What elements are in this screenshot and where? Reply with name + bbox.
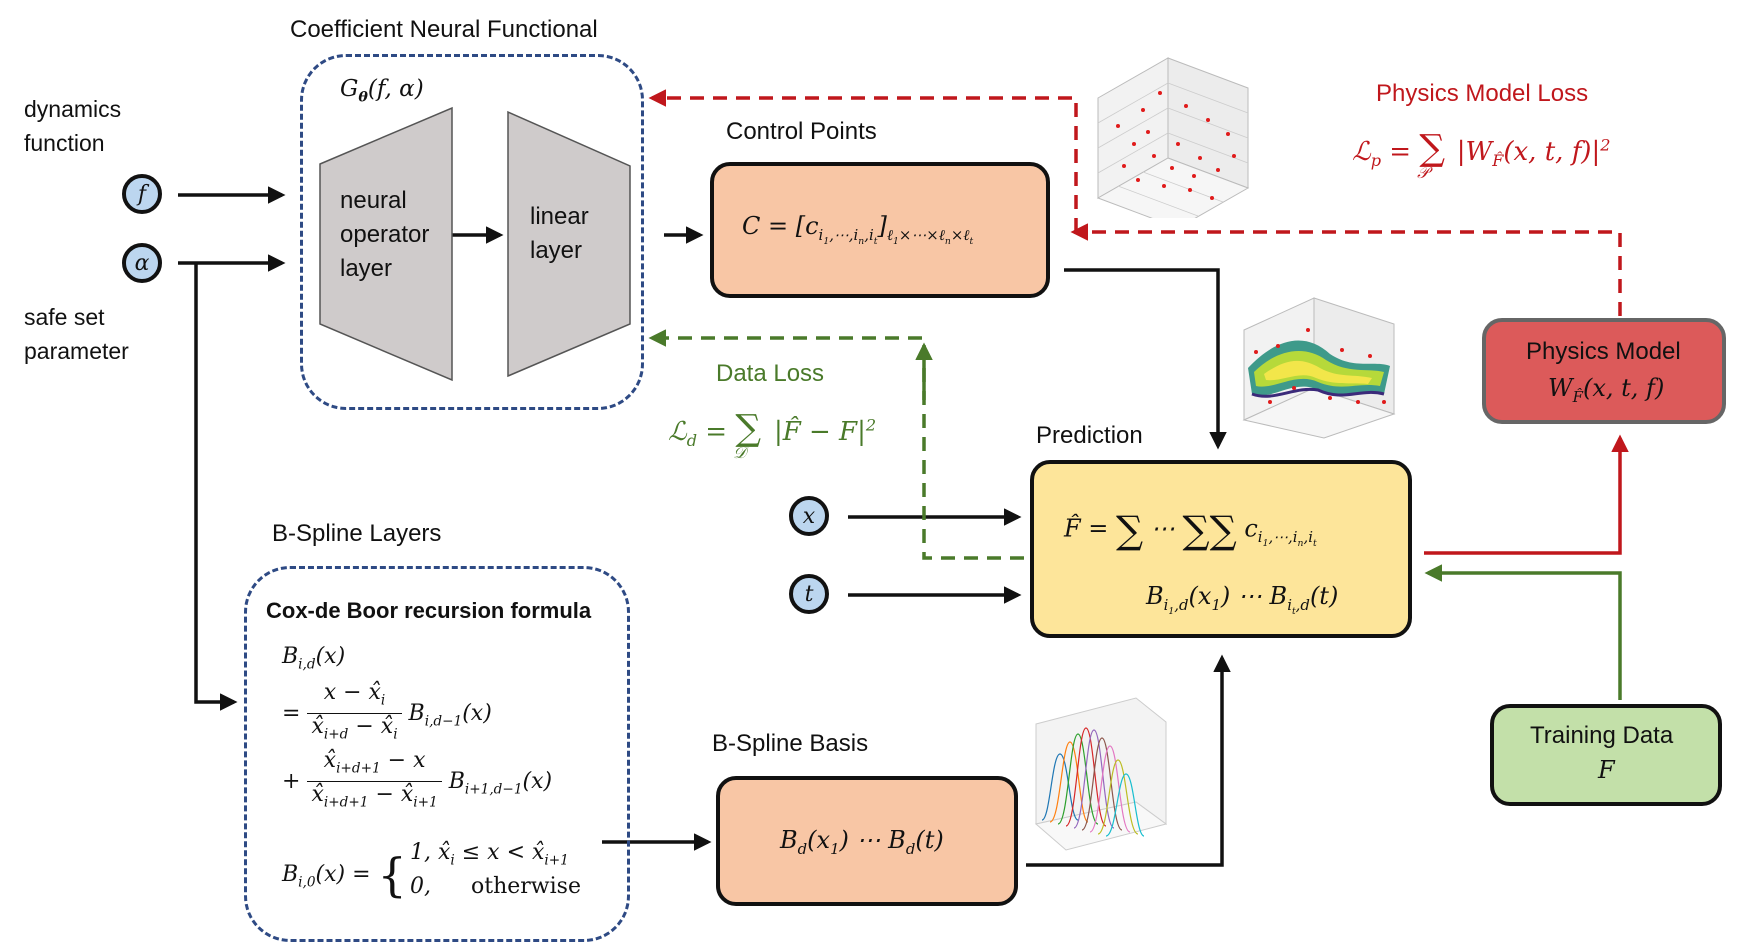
neural-operator-layer-shape: [319, 106, 453, 382]
training-data-formula: F: [1598, 756, 1615, 784]
physics-loss-formula: ℒp = ∑𝒫|WF̂(x, t, f)|2: [1352, 128, 1611, 183]
arrow-prediction-to-physics: [1424, 434, 1629, 555]
cox-de-boor-line1: Bi,d(x): [282, 644, 346, 673]
cox-de-boor-case1: 1, x̂i ≤ x < x̂i+1: [410, 840, 569, 869]
prediction-formula-line2: Bi1,d(x1) ⋯ Bit,d(t): [1146, 582, 1339, 617]
training-data-box: [1490, 704, 1722, 806]
arrow-basis-to-prediction: [1026, 654, 1231, 867]
linear-layer-shape: [507, 110, 631, 378]
physics-model-box: [1482, 318, 1726, 424]
control-points-formula: C = [ci1,⋯,in,it]ℓ1×⋯×ℓn×ℓt: [742, 212, 974, 247]
prediction-surface-thumbnail: [1242, 297, 1396, 439]
bspline-layers-container: [244, 566, 630, 942]
physics-loss-feedback-to-control: [1070, 223, 1622, 316]
physics-loss-title: Physics Model Loss: [1376, 80, 1589, 107]
training-data-title: Training Data: [1530, 722, 1674, 749]
cox-de-boor-heading: Cox-de Boor recursion formula: [266, 598, 592, 623]
bspline-layers-title: B-Spline Layers: [272, 520, 442, 547]
safe-set-parameter-label: safe set parameter: [24, 304, 129, 364]
bspline-basis-box: [716, 776, 1018, 906]
data-loss-formula: ℒd = ∑𝒟|F̂ − F|2: [668, 408, 877, 463]
data-loss-feedback-to-cnf: [648, 329, 1024, 560]
control-points-box: [710, 162, 1050, 298]
control-points-title: Control Points: [726, 118, 877, 145]
input-f-node: f: [122, 174, 162, 214]
cox-de-boor-base-case: Bi,0(x) = {: [282, 848, 407, 902]
prediction-formula-line1: F̂ = ∑ ⋯ ∑∑ ci1,⋯,in,it: [1064, 508, 1317, 552]
arrow-training-to-prediction: [1424, 564, 1622, 700]
physics-model-formula: WF̂(x, t, f): [1548, 374, 1665, 406]
bspline-basis-title: B-Spline Basis: [712, 730, 869, 757]
bspline-basis-formula: Bd(x1) ⋯ Bd(t): [780, 826, 944, 858]
physics-loss-feedback-to-cnf: [648, 89, 1078, 232]
cnf-title: Coefficient Neural Functional: [290, 16, 598, 43]
input-alpha-node: α: [122, 243, 162, 283]
neural-operator-layer-label: neural operator layer: [340, 187, 430, 282]
linear-layer-label: linear layer: [530, 203, 589, 264]
bspline-basis-curves-thumbnail: [1034, 697, 1168, 851]
control-points-scatter-thumbnail: [1096, 57, 1250, 218]
cnf-formula: Gθ(f, α): [340, 76, 424, 106]
data-loss-title: Data Loss: [716, 360, 825, 387]
input-t-node: t: [789, 574, 829, 614]
prediction-title: Prediction: [1036, 422, 1143, 449]
dynamics-function-label: dynamics function: [24, 96, 122, 156]
cox-de-boor-case2: 0,otherwise: [410, 874, 581, 899]
physics-model-title: Physics Model: [1526, 338, 1681, 365]
cnf-container: [300, 54, 644, 410]
arrow-control-to-prediction: [1064, 268, 1227, 450]
prediction-box: [1030, 460, 1412, 638]
arrow-alpha-to-bspline: [194, 263, 238, 711]
input-x-node: x: [789, 496, 829, 536]
